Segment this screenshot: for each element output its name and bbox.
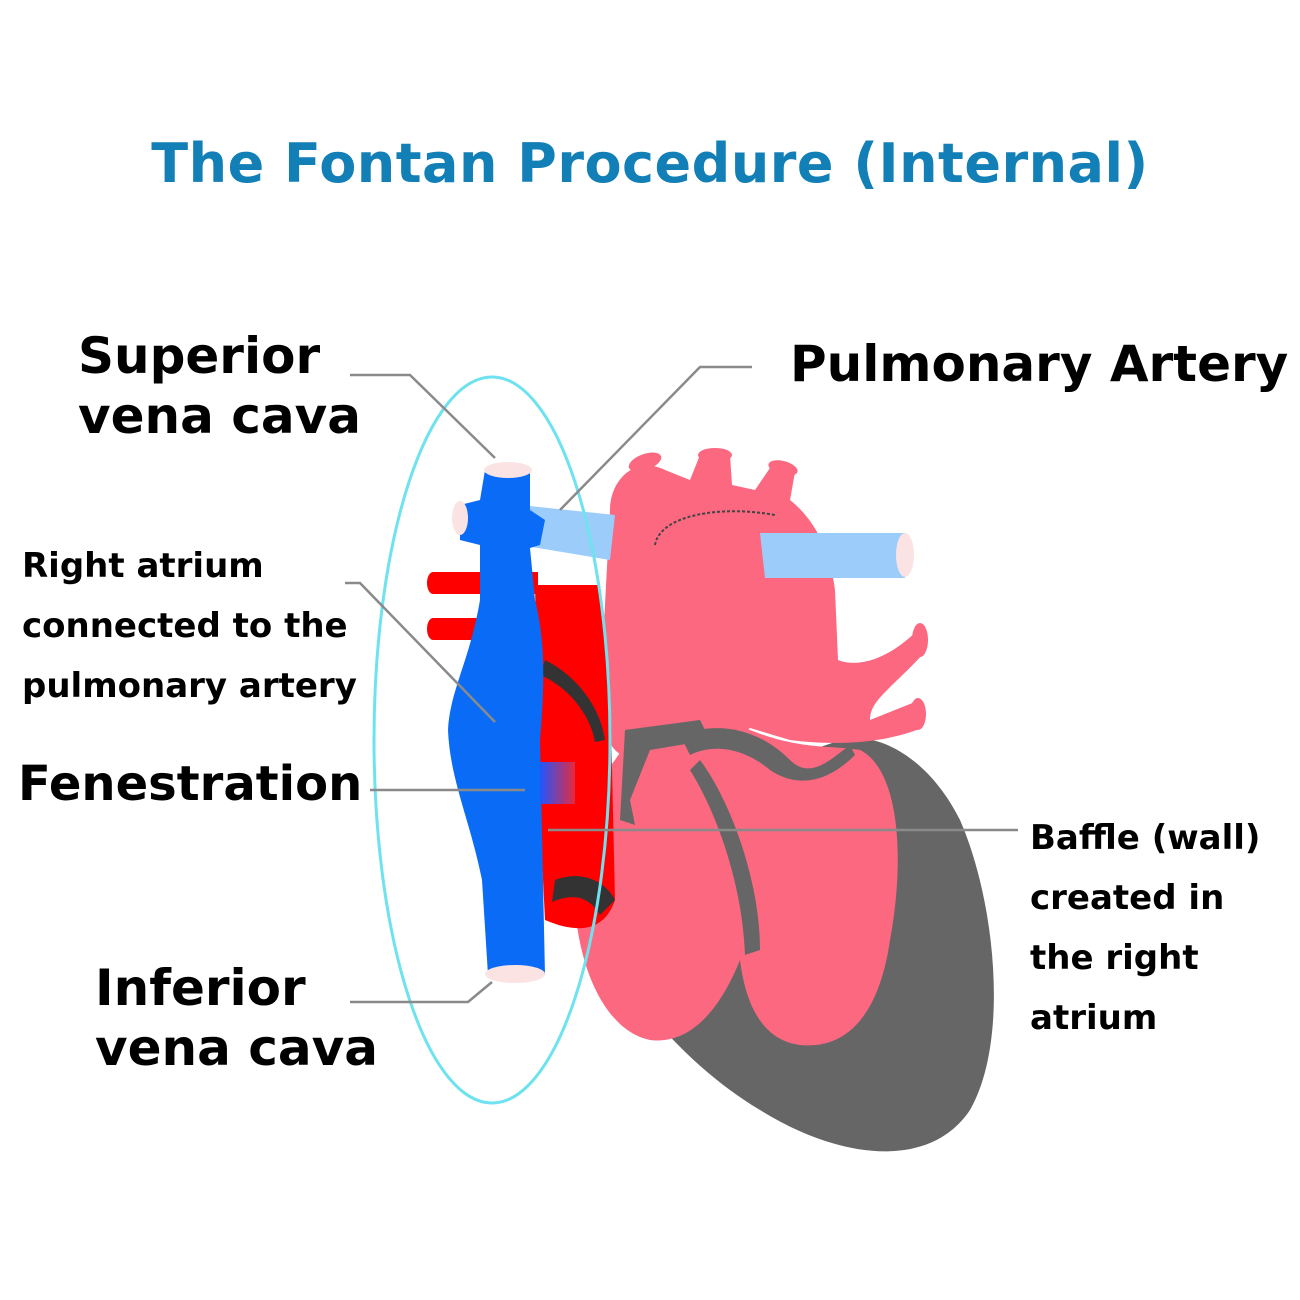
svc-opening — [484, 462, 532, 478]
baffle-upper-curve — [540, 660, 605, 742]
pv-upper-end — [427, 572, 439, 594]
ventricular-septum — [690, 760, 760, 955]
label-pulmonary-artery: Pulmonary Artery — [790, 335, 1289, 393]
label-line: connected to the — [22, 606, 348, 646]
label-superior-vena-cava: Superior vena cava — [78, 326, 361, 446]
label-line: atrium — [1030, 998, 1158, 1038]
page-title: The Fontan Procedure (Internal) — [151, 132, 1149, 195]
label-line: the right — [1030, 938, 1199, 978]
svc-branch-opening — [452, 501, 468, 535]
ivc-opening — [485, 965, 545, 983]
pv-lower-end — [427, 618, 439, 640]
label-baffle: Baffle (wall) created in the right atriu… — [1030, 808, 1260, 1048]
leader-ra — [345, 581, 496, 723]
label-line: vena cava — [95, 1019, 378, 1077]
arch-vessel-3 — [768, 460, 798, 476]
inner-septum — [620, 720, 710, 825]
pa-right-opening — [896, 533, 914, 577]
suture-line — [654, 510, 776, 546]
label-fenestration: Fenestration — [18, 756, 363, 812]
label-line: Right atrium — [22, 546, 264, 586]
vena-cava — [448, 470, 545, 975]
pulm-vein-1 — [912, 623, 928, 657]
leader-ivc — [350, 981, 493, 1004]
pulmonary-artery-right — [760, 533, 905, 578]
label-line: Baffle (wall) — [1030, 818, 1261, 858]
label-line: Superior — [78, 327, 321, 385]
label-line: created in — [1030, 878, 1225, 918]
label-line: vena cava — [78, 387, 361, 445]
label-line: Inferior — [95, 959, 306, 1017]
arch-vessel-1 — [628, 452, 662, 472]
label-right-atrium-connected: Right atrium connected to the pulmonary … — [22, 536, 357, 716]
label-line: pulmonary artery — [22, 666, 357, 706]
fontan-region-ring — [372, 375, 612, 1105]
aortic-arch — [600, 455, 925, 760]
leader-pa — [559, 365, 752, 511]
fenestration-opening — [540, 762, 575, 804]
label-inferior-vena-cava: Inferior vena cava — [95, 958, 378, 1078]
leader-svc — [350, 373, 496, 459]
valve-line — [680, 728, 855, 781]
arch-vessel-2 — [698, 448, 732, 462]
pulm-vein-2 — [910, 698, 926, 730]
